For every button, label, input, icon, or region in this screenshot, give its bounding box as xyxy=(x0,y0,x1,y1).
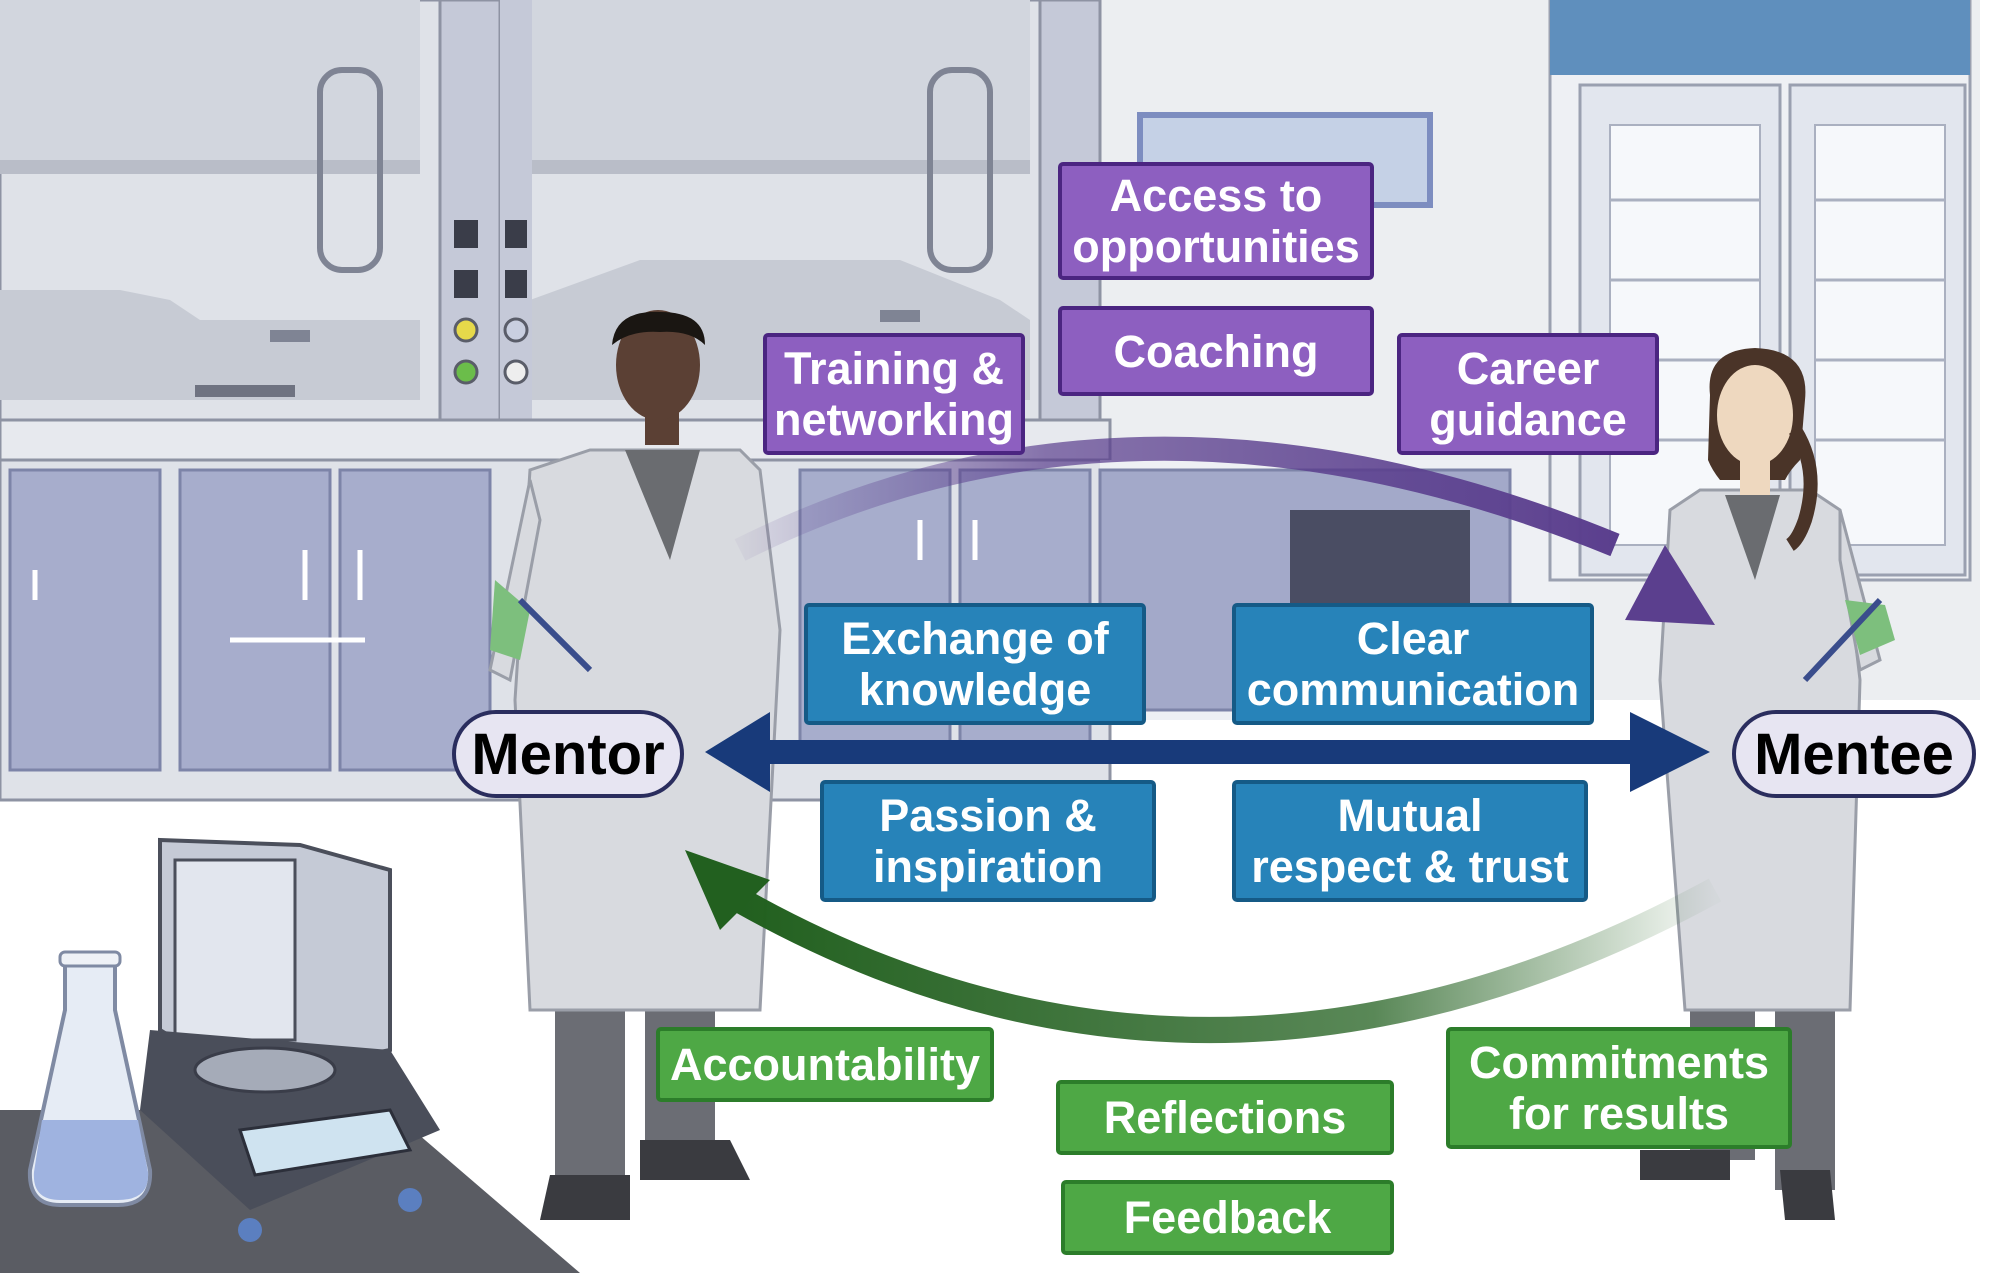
passion-line-2: inspiration xyxy=(872,841,1103,892)
green-arrow-shaft xyxy=(733,878,1722,1044)
exchange-line-1: Exchange of xyxy=(841,613,1109,664)
mentee-label: Mentee xyxy=(1732,710,1976,798)
training-networking-box: Training &networking xyxy=(763,333,1025,455)
analytical-balance xyxy=(140,837,440,1242)
blue-arrow-head-right xyxy=(1630,712,1710,792)
exchange-line-2: knowledge xyxy=(858,664,1092,715)
erlenmeyer-flask xyxy=(27,950,153,1207)
career-line-2: guidance xyxy=(1429,394,1627,445)
commitments-line-1: Commitments xyxy=(1468,1037,1770,1088)
reflections-box: Reflections xyxy=(1056,1080,1394,1155)
coaching-label: Coaching xyxy=(1113,325,1319,377)
career-line-1: Career xyxy=(1456,343,1600,394)
mentor-label: Mentor xyxy=(452,710,684,798)
purple-arrow-shaft xyxy=(734,436,1620,561)
blue-arrow-shaft xyxy=(760,740,1640,764)
passion-line-1: Passion & xyxy=(879,790,1097,841)
blue-arrow-head-left xyxy=(705,712,770,792)
communication-line-2: communication xyxy=(1246,664,1580,715)
feedback-label: Feedback xyxy=(1123,1192,1332,1243)
purple-arrow-head xyxy=(1625,545,1715,625)
commitments-line-2: for results xyxy=(1508,1088,1730,1139)
passion-inspiration-box: Passion &inspiration xyxy=(820,780,1156,902)
green-arrow-head xyxy=(685,850,770,930)
fume-hood-left xyxy=(0,0,502,422)
reflections-label: Reflections xyxy=(1103,1092,1347,1143)
freezer-vent xyxy=(1290,510,1470,610)
training-line-2: networking xyxy=(773,394,1014,445)
access-line-1: Access to xyxy=(1109,170,1323,221)
accountability-label: Accountability xyxy=(669,1039,981,1090)
coaching-box: Coaching xyxy=(1058,306,1374,396)
communication-line-1: Clear xyxy=(1356,613,1470,664)
respect-line-2: respect & trust xyxy=(1251,841,1569,892)
feedback-box: Feedback xyxy=(1061,1180,1394,1255)
training-line-1: Training & xyxy=(783,343,1004,394)
access-line-2: opportunities xyxy=(1072,221,1360,272)
respect-line-1: Mutual xyxy=(1337,790,1483,841)
accountability-box: Accountability xyxy=(656,1027,994,1102)
